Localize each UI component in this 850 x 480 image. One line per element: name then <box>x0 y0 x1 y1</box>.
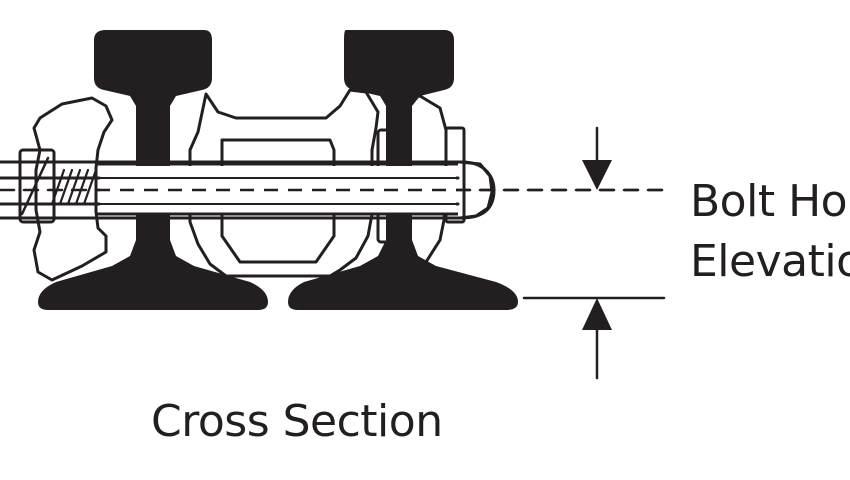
upper-arrowhead <box>582 160 612 190</box>
nut-diagonal <box>20 156 50 216</box>
left-nut <box>18 148 56 224</box>
figure-caption: Cross Section <box>151 396 443 447</box>
bolt-threads <box>50 168 98 206</box>
dimension-label-line-1: Bolt Hole <box>690 176 850 227</box>
lower-arrowhead <box>582 298 612 330</box>
dimension-label-line-2: Elevation <box>690 236 850 287</box>
center-spacer-block <box>188 88 380 278</box>
center-spacer-inner <box>220 138 336 264</box>
